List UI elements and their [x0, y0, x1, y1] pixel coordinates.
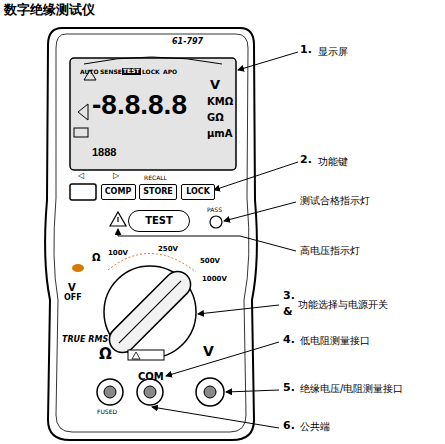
warning-box [128, 350, 164, 360]
dial-label: 1000V [202, 276, 227, 284]
knob-pointer [119, 281, 181, 343]
callout-number: 4. [283, 334, 295, 346]
dial-label: 250V [158, 246, 178, 254]
button-text: LOCK [186, 188, 210, 196]
leader-line [214, 162, 298, 190]
leader-line [226, 390, 279, 392]
button-text: TEST [145, 216, 173, 226]
callout-text: 高电压指示灯 [300, 245, 360, 256]
leader-line [166, 342, 279, 376]
button-text: STORE [143, 188, 173, 196]
lcd [70, 58, 236, 170]
bar-scale [84, 57, 222, 64]
callout-text: 显示屏 [318, 46, 348, 57]
unit: μmA [207, 128, 233, 139]
button-text: COMP [105, 188, 132, 196]
callout-number: 1. [300, 44, 312, 56]
callout-text: 功能键 [318, 156, 348, 167]
lcd-indicator: SENSE [100, 69, 122, 76]
unit: KMΩ [207, 96, 233, 107]
callout-text: 绝缘电压/电阻测量接口 [300, 383, 403, 394]
leader-line [198, 305, 279, 314]
callout-text: 功能选择与电源开关 [298, 299, 388, 310]
warning-mark [117, 217, 118, 222]
button [70, 184, 96, 200]
jack [97, 379, 123, 405]
warning-mark [132, 352, 140, 359]
leader-line [152, 407, 279, 428]
callout-text: 测试合格指示灯 [300, 195, 370, 206]
lcd-indicator: LOCK [142, 69, 160, 76]
jack-hole [204, 386, 216, 398]
callout-number: 3. [283, 290, 295, 302]
leader-line [224, 202, 296, 221]
jack-hole [104, 386, 116, 398]
jack [196, 378, 224, 406]
callout-number: 2. [300, 154, 312, 166]
button-caption: RECALL [144, 175, 167, 182]
dial-label: Ω [92, 252, 101, 263]
lcd-sub-digits: 1888 [92, 146, 116, 158]
callout-text: 公共端 [300, 421, 330, 432]
lcd-indicator: AUTO [80, 69, 99, 76]
lcd-indicator: APO [163, 69, 177, 76]
housing-inner [54, 34, 249, 432]
panel-text: TRUE RMS [62, 336, 108, 345]
callout-text: 低电阻测量接口 [300, 335, 370, 346]
rotary-dial [104, 266, 196, 358]
high-voltage-lamp [110, 212, 126, 226]
leader-line [238, 52, 298, 70]
indicator-dot [72, 264, 84, 272]
jack [137, 379, 163, 405]
callout-number: 6. [283, 420, 295, 432]
button-symbol: ▷ [113, 172, 119, 181]
button: LOCK [181, 184, 215, 200]
title: 数字绝缘测试仪 [4, 3, 95, 17]
lamp-caption: PASS [207, 207, 222, 214]
model-number: 61-797 [172, 38, 203, 47]
terminal-caption: FUSED [97, 409, 117, 416]
unit: V [210, 78, 220, 92]
dial-label: 100V [108, 250, 128, 258]
button-symbol: ◁ [78, 172, 84, 181]
dial-label: 500V [200, 258, 220, 266]
jack-hole [144, 386, 156, 398]
button: STORE [139, 184, 177, 200]
housing [45, 28, 257, 440]
battery-symbol [74, 128, 88, 137]
leader-line [118, 229, 296, 251]
button: COMP [101, 184, 136, 200]
lcd-digits: -8.8.8.8 [92, 90, 187, 121]
lcd-indicator: TEST [122, 68, 141, 75]
terminal-label: Ω [99, 346, 112, 363]
arrow-symbol [78, 104, 88, 120]
callout-number: & [283, 306, 293, 318]
knob [104, 266, 196, 358]
callout-number: 5. [283, 382, 295, 394]
dial-label: V [68, 282, 76, 293]
dial-label: OFF [64, 294, 82, 303]
terminal-label: V [203, 344, 214, 359]
terminal-label: COM [138, 371, 164, 382]
pass-lamp [210, 216, 222, 228]
button: TEST [128, 210, 190, 232]
unit: GΩ [207, 112, 224, 123]
